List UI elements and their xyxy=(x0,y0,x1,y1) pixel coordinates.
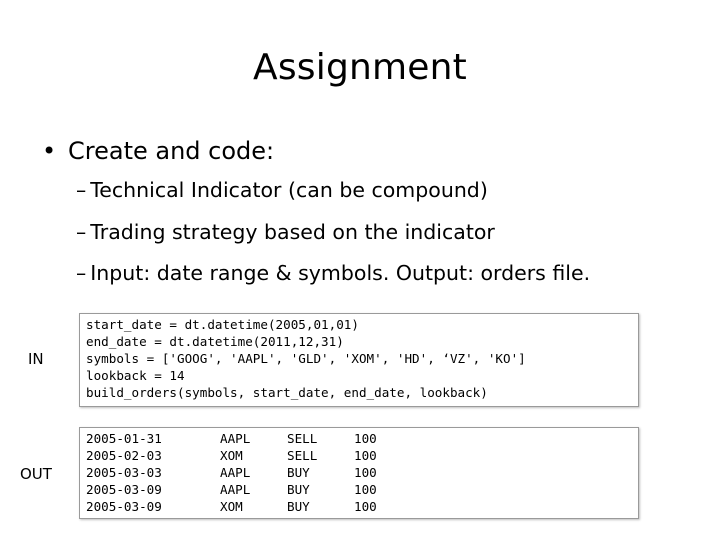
orders-table: 2005-01-31 AAPL SELL 100 2005-02-03 XOM … xyxy=(86,430,414,515)
code-line: end_date = dt.datetime(2011,12,31) xyxy=(86,334,344,349)
order-symbol: AAPL xyxy=(220,431,251,446)
order-action: BUY xyxy=(287,482,310,497)
order-symbol: AAPL xyxy=(220,465,251,480)
sub-bullet-list: –Technical Indicator (can be compound) –… xyxy=(76,176,590,301)
order-date: 2005-02-03 xyxy=(86,448,162,463)
table-row: 2005-03-03 AAPL BUY 100 xyxy=(86,464,414,481)
bullet-text: Create and code: xyxy=(68,137,275,165)
table-row: 2005-03-09 XOM BUY 100 xyxy=(86,498,414,515)
output-label: OUT xyxy=(20,465,52,483)
order-symbol: AAPL xyxy=(220,482,251,497)
table-row: 2005-03-09 AAPL BUY 100 xyxy=(86,481,414,498)
order-action: BUY xyxy=(287,465,310,480)
bullet-item: • Create and code: xyxy=(42,134,274,168)
order-shares: 100 xyxy=(354,482,377,497)
table-row: 2005-01-31 AAPL SELL 100 xyxy=(86,430,414,447)
order-action: SELL xyxy=(287,448,318,463)
sub-bullet-text: Technical Indicator (can be compound) xyxy=(90,178,488,202)
input-label: IN xyxy=(28,350,44,368)
order-action: BUY xyxy=(287,499,310,514)
sub-bullet-text: Input: date range & symbols. Output: ord… xyxy=(90,261,591,285)
order-symbol: XOM xyxy=(220,448,243,463)
order-action: SELL xyxy=(287,431,318,446)
order-shares: 100 xyxy=(354,465,377,480)
slide-title: Assignment xyxy=(253,47,467,88)
output-orders-box: 2005-01-31 AAPL SELL 100 2005-02-03 XOM … xyxy=(79,427,639,519)
sub-bullet-text: Trading strategy based on the indicator xyxy=(90,219,495,244)
sub-bullet-item: –Input: date range & symbols. Output: or… xyxy=(76,259,590,287)
sub-bullet-marker: – xyxy=(76,219,87,244)
order-date: 2005-01-31 xyxy=(86,431,162,446)
sub-bullet-marker: – xyxy=(76,178,87,202)
order-date: 2005-03-09 xyxy=(86,482,162,497)
code-line: build_orders(symbols, start_date, end_da… xyxy=(86,385,488,400)
sub-bullet-item: –Technical Indicator (can be compound) xyxy=(76,176,590,204)
order-shares: 100 xyxy=(354,431,377,446)
sub-bullet-item: –Trading strategy based on the indicator xyxy=(76,218,590,246)
code-line: lookback = 14 xyxy=(86,368,185,383)
order-date: 2005-03-03 xyxy=(86,465,162,480)
order-shares: 100 xyxy=(354,448,377,463)
table-row: 2005-02-03 XOM SELL 100 xyxy=(86,447,414,464)
code-line: symbols = ['GOOG', 'AAPL', 'GLD', 'XOM',… xyxy=(86,351,526,366)
sub-bullet-marker: – xyxy=(76,261,87,285)
code-line: start_date = dt.datetime(2005,01,01) xyxy=(86,317,359,332)
input-code-box: start_date = dt.datetime(2005,01,01) end… xyxy=(79,313,639,407)
order-shares: 100 xyxy=(354,499,377,514)
bullet-marker: • xyxy=(42,137,57,165)
order-symbol: XOM xyxy=(220,499,243,514)
order-date: 2005-03-09 xyxy=(86,499,162,514)
